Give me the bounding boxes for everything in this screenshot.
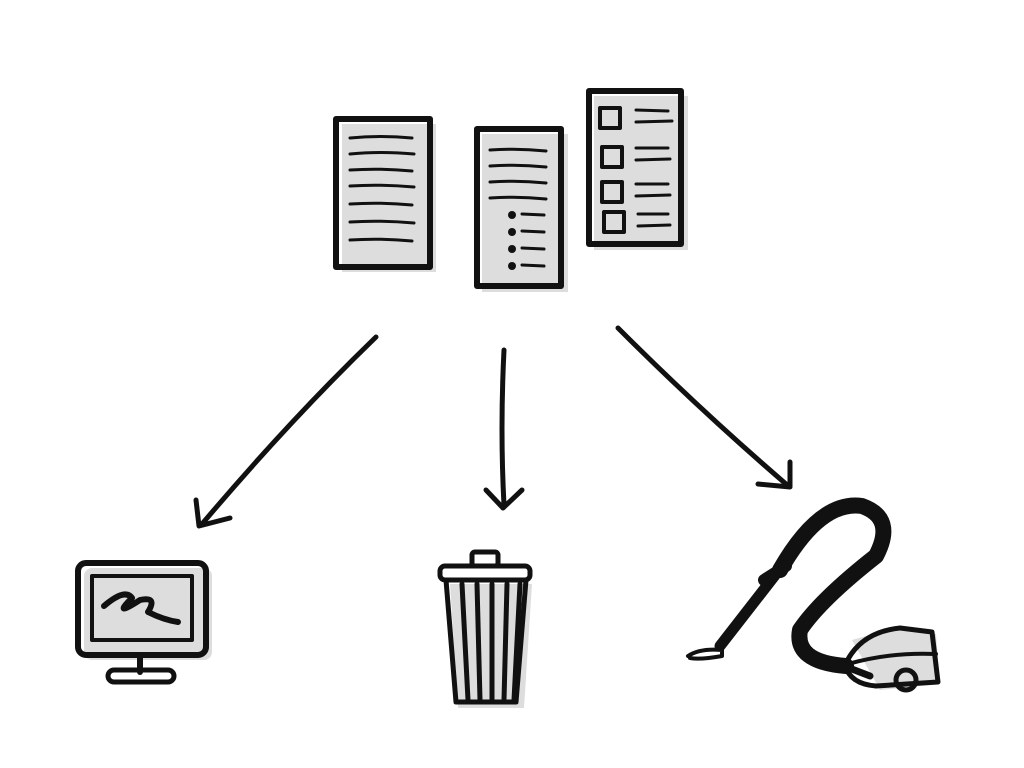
trash-can-icon bbox=[437, 549, 533, 708]
checklist-document-icon bbox=[586, 88, 688, 250]
text-document-icon bbox=[333, 116, 436, 272]
arrow-to-monitor bbox=[193, 334, 379, 529]
arrow-to-vacuum bbox=[615, 325, 793, 490]
arrow-to-trash bbox=[483, 347, 525, 511]
monitor-icon bbox=[75, 560, 212, 685]
vacuum-cleaner-icon bbox=[686, 497, 941, 693]
bulleted-list-document-icon bbox=[474, 126, 568, 292]
